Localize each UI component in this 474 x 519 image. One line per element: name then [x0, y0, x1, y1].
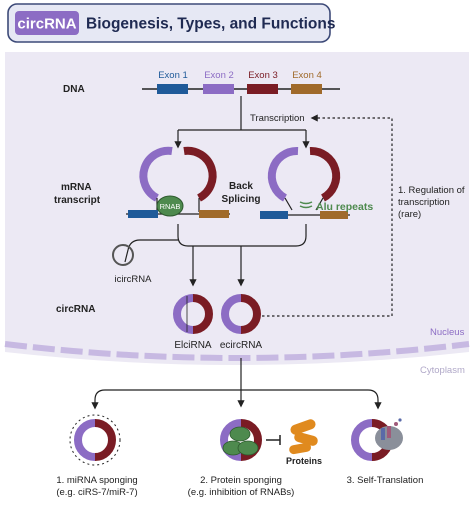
proteins-label: Proteins: [286, 456, 322, 466]
arrow-to-icircrna: [124, 239, 178, 263]
merge-line: [177, 224, 307, 247]
exon2-label: Exon 2: [204, 70, 234, 81]
left-transcript: RNAB: [126, 146, 230, 218]
nucleus-region: [5, 52, 469, 365]
mrna-label-line1: mRNA: [61, 182, 92, 193]
regulation-dotted-arrow: [262, 114, 393, 317]
nucleus-label: Nucleus: [430, 327, 465, 338]
inhibition-bar: [266, 435, 281, 445]
mirna-sponging-illustration: [69, 414, 121, 466]
elcirna-circle: [173, 294, 213, 334]
dna-label: DNA: [63, 84, 85, 95]
function3-line1: 3. Self-Translation: [347, 475, 424, 486]
circrna-label: circRNA: [56, 304, 95, 315]
dna-exon3: [247, 84, 278, 94]
rnab-protein: [156, 195, 184, 217]
cytoplasm-label: Cytoplasm: [420, 365, 465, 376]
ecircrna-circle: [221, 294, 261, 334]
mrna-label-line2: transcript: [54, 195, 101, 206]
dna-exon1: [157, 84, 188, 94]
alu-repeats-label: Alu repeats: [316, 201, 373, 213]
icircrna-label: icircRNA: [115, 274, 153, 285]
dna-exon2: [203, 84, 234, 94]
function1-line2: (e.g. ciRS-7/miR-7): [56, 487, 137, 498]
nuclear-membrane: [4, 341, 470, 361]
self-translation-illustration: [351, 418, 403, 461]
protein-sponging-illustration: [220, 419, 262, 461]
exon1-label: Exon 1: [158, 70, 188, 81]
regulation-label-line2: transcription: [398, 197, 450, 208]
exon3-label: Exon 3: [248, 70, 278, 81]
function2-line1: 2. Protein sponging: [200, 475, 282, 486]
alu-repeats-mark: [299, 201, 313, 209]
ecircrna-label: ecircRNA: [220, 340, 263, 351]
exon4-label: Exon 4: [292, 70, 322, 81]
regulation-label-line1: 1. Regulation of: [398, 185, 465, 196]
title-bar: [7, 3, 331, 43]
rnab-label: RNAB: [160, 202, 181, 211]
dna-exon4: [291, 84, 322, 94]
elcirna-label: ElciRNA: [174, 340, 212, 351]
regulation-label-line3: (rare): [398, 209, 421, 220]
back-splicing-line2: Splicing: [222, 194, 261, 205]
function2-line2: (e.g. inhibition of RNABs): [188, 487, 295, 498]
right-transcript: Alu repeats: [260, 146, 373, 219]
back-splicing-line1: Back: [229, 181, 253, 192]
icircrna-circle: [112, 244, 134, 266]
title-badge: [15, 11, 79, 35]
functions-fork: [91, 389, 382, 410]
function1-line1: 1. miRNA sponging: [56, 475, 137, 486]
title-badge-text: circRNA: [17, 16, 76, 33]
transcription-label: Transcription: [250, 113, 305, 124]
page-title: Biogenesis, Types, and Functions: [86, 16, 335, 33]
proteins-illustration: [289, 419, 318, 455]
